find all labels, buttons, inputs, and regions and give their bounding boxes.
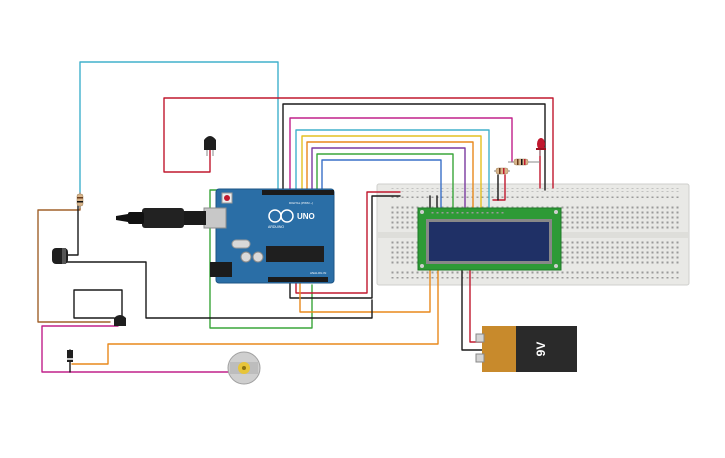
wire-cyan-sensor	[79, 61, 279, 196]
arduino-brand-label: ARDUINO	[268, 225, 284, 229]
wire-orange-motor	[71, 269, 439, 365]
dc-motor-icon[interactable]	[227, 351, 261, 385]
wire-orange-analog	[299, 267, 431, 313]
crystal	[231, 239, 251, 249]
microcontroller-chip	[266, 246, 324, 262]
temperature-sensor-top[interactable]	[204, 136, 216, 156]
wire-magenta-top	[289, 117, 513, 191]
wire-red-top	[163, 97, 554, 189]
red-led-icon[interactable]	[536, 138, 546, 156]
analog-header	[268, 277, 328, 282]
power-jack	[210, 262, 232, 277]
wire-brown	[37, 204, 111, 323]
wire-red-power	[295, 191, 401, 294]
lcd-display[interactable]	[417, 207, 562, 271]
wire-yellow-lcd	[301, 135, 482, 209]
battery-9v[interactable]: 9V	[475, 326, 577, 372]
wire-magenta-bottom	[41, 325, 231, 373]
wire-cyan-lcd	[295, 129, 490, 209]
wire-orange-lcd	[306, 141, 474, 209]
resistor-breadboard[interactable]	[494, 167, 510, 175]
wire-green-lcd	[316, 153, 454, 209]
capacitor-icon[interactable]	[52, 248, 68, 264]
battery-label: 9V	[534, 342, 548, 357]
arduino-logo-icon	[268, 209, 294, 223]
arduino-analog-label: ANALOG IN	[310, 271, 326, 275]
arduino-model-label: UNO	[297, 212, 315, 221]
digital-header	[262, 190, 334, 195]
temperature-sensor-bottom[interactable]	[114, 315, 126, 326]
wire-purple-lcd	[311, 147, 466, 209]
usb-cable-icon	[116, 208, 206, 228]
resistor-left[interactable]	[76, 192, 84, 208]
diode-icon[interactable]	[67, 350, 73, 362]
lcd-screen	[429, 222, 549, 261]
wire-black-sensor2-a	[63, 261, 373, 319]
wire-blue-lcd	[321, 159, 442, 209]
wire-red-resistor	[492, 174, 506, 201]
wires	[37, 61, 554, 373]
resistor-led[interactable]	[508, 158, 540, 166]
arduino-digital-label: DIGITAL (PWM ~)	[289, 201, 313, 205]
arduino-uno[interactable]: UNO ARDUINO DIGITAL (PWM ~) ANALOG IN	[203, 188, 335, 284]
wire-black-top	[282, 103, 546, 191]
wire-black-battery	[461, 269, 483, 351]
usb-port	[203, 207, 227, 229]
wire-black-sensor2-b	[73, 289, 123, 323]
wire-resistor-cap	[67, 204, 79, 256]
wire-green-lower	[209, 189, 313, 329]
reset-button	[224, 195, 230, 201]
